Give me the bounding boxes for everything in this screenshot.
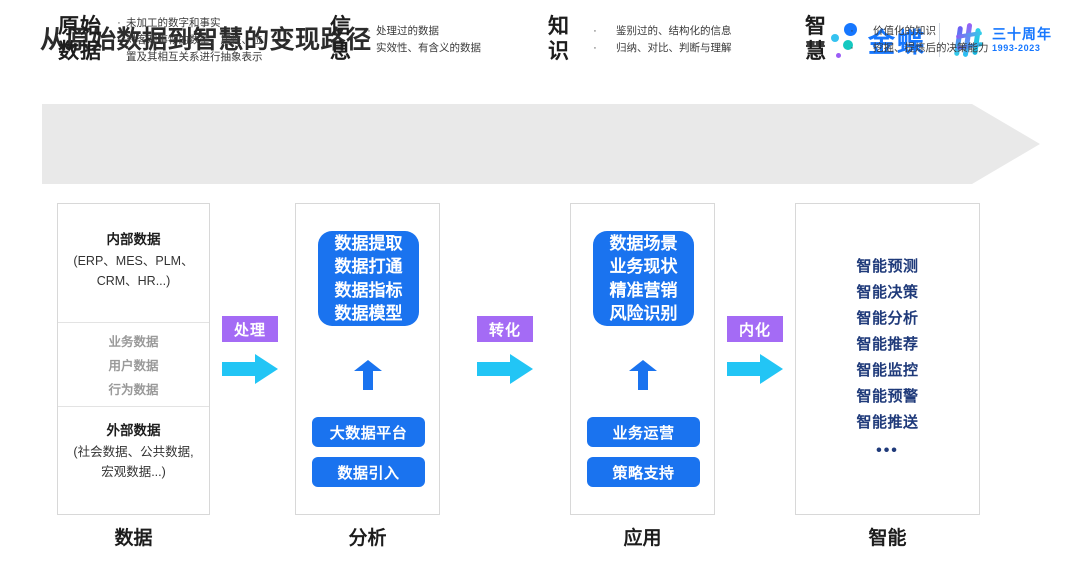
bullet-dot: · xyxy=(593,24,597,37)
application-scenario-card: 数据场景 业务现状 精准营销 风险识别 xyxy=(593,231,694,326)
stage-bullet: 归纳、对比、判断与理解 xyxy=(616,42,732,54)
external-data-sources: (社会数据、公共数据, 宏观数据...) xyxy=(73,444,194,479)
connector-internalization: 内化 xyxy=(727,316,783,384)
intelligence-item: 智能分析 xyxy=(856,310,919,327)
banner-stage-knowledge: 知 识 · 鉴别过的、结构化的信息 · 归纳、对比、判断与理解 xyxy=(548,0,732,80)
brand-logo: 金蝶 三十周年 1993-2023 xyxy=(828,18,1052,62)
bullet-dot: · xyxy=(117,34,121,47)
internal-data-block: 内部数据 (ERP、MES、PLM、 CRM、HR...) xyxy=(58,230,209,291)
connector-transformation: 转化 xyxy=(477,316,533,384)
connector-label: 转化 xyxy=(477,316,533,342)
column-label-data: 数据 xyxy=(114,528,153,549)
column-label-intelligence: 智能 xyxy=(868,528,907,549)
intelligence-item: 智能预警 xyxy=(856,388,919,405)
stage-bullet: 处理过的数据 xyxy=(376,24,439,37)
anniversary-years: 1993-2023 xyxy=(992,43,1041,53)
up-arrow-icon xyxy=(354,360,382,390)
anniversary-title: 三十周年 xyxy=(992,26,1052,42)
column-data: 内部数据 (ERP、MES、PLM、 CRM、HR...) 业务数据 用户数据 … xyxy=(57,203,210,515)
bullet-dot: · xyxy=(117,17,121,30)
maturity-arrow-banner xyxy=(42,104,1040,184)
brand-divider xyxy=(939,23,940,57)
application-pill-operations[interactable]: 业务运营 xyxy=(587,417,700,447)
stage-bullet: 挖掘、提炼后的决策能力 xyxy=(873,42,989,54)
banner-stage-information: 信 息 · 处理过的数据 · 实效性、有含义的数据 xyxy=(330,0,481,80)
column-label-application: 应用 xyxy=(623,528,662,549)
stage-title: 信 息 xyxy=(330,15,352,63)
right-arrow-icon xyxy=(477,354,533,384)
intelligence-item: 智能决策 xyxy=(856,284,919,301)
anniversary-badge: 三十周年 1993-2023 xyxy=(953,22,1052,58)
application-pill-strategy[interactable]: 策略支持 xyxy=(587,457,700,487)
kingdee-dots-icon xyxy=(828,20,866,60)
bullet-dot: · xyxy=(593,42,597,54)
stage-bullet: 对客观事物的数量、属性、位 置及其相互关系进行抽象表示 xyxy=(126,34,263,63)
stage-title: 智 慧 xyxy=(805,15,827,63)
column-analysis: 数据提取 数据打通 数据指标 数据模型 大数据平台 数据引入 xyxy=(295,203,440,515)
data-category-list: 业务数据 用户数据 行为数据 xyxy=(58,331,209,402)
analysis-pill-ingest[interactable]: 数据引入 xyxy=(312,457,425,487)
connector-label: 处理 xyxy=(222,316,278,342)
right-arrow-icon xyxy=(727,354,783,384)
connector-label: 内化 xyxy=(727,316,783,342)
intelligence-item: 智能预测 xyxy=(856,258,919,275)
intelligence-ellipsis: ••• xyxy=(876,442,899,459)
internal-data-title: 内部数据 xyxy=(106,232,161,247)
external-data-block: 外部数据 (社会数据、公共数据, 宏观数据...) xyxy=(58,421,209,482)
column-intelligence: 智能预测 智能决策 智能分析 智能推荐 智能监控 智能预警 智能推送 ••• xyxy=(795,203,980,515)
stage-bullet: 实效性、有含义的数据 xyxy=(376,42,481,54)
analysis-pill-platform[interactable]: 大数据平台 xyxy=(312,417,425,447)
internal-data-sources: (ERP、MES、PLM、 CRM、HR...) xyxy=(73,253,194,288)
banner-stage-wisdom: 智 慧 · 价值化的知识 · 挖掘、提炼后的决策能力 xyxy=(805,0,989,80)
bullet-dot: · xyxy=(850,42,854,54)
data-category-item: 业务数据 xyxy=(108,335,159,349)
stage-bullet: 鉴别过的、结构化的信息 xyxy=(616,24,732,37)
intelligence-item: 智能监控 xyxy=(856,362,919,379)
up-arrow-icon xyxy=(629,360,657,390)
stage-title: 原始 数据 xyxy=(58,15,102,63)
intelligence-item: 智能推送 xyxy=(856,414,919,431)
analysis-capability-card: 数据提取 数据打通 数据指标 数据模型 xyxy=(318,231,419,326)
stage-bullet: 价值化的知识 xyxy=(873,24,936,37)
external-data-title: 外部数据 xyxy=(106,423,161,438)
bullet-dot: · xyxy=(367,42,371,54)
bullet-dot: · xyxy=(367,24,371,37)
intelligence-capability-list: 智能预测 智能决策 智能分析 智能推荐 智能监控 智能预警 智能推送 ••• xyxy=(796,254,979,466)
column-label-analysis: 分析 xyxy=(348,528,387,549)
column-application: 数据场景 业务现状 精准营销 风险识别 业务运营 策略支持 xyxy=(570,203,715,515)
right-arrow-icon xyxy=(222,354,278,384)
stage-bullet: 未加工的数字和事实 xyxy=(126,17,221,30)
stage-title: 知 识 xyxy=(548,15,570,63)
data-category-item: 用户数据 xyxy=(108,358,159,373)
banner-stage-raw-data: 原始 数据 · 未加工的数字和事实 · 对客观事物的数量、属性、位 置及其相互关系进… xyxy=(58,0,263,80)
bullet-dot: · xyxy=(850,24,854,37)
intelligence-item: 智能推荐 xyxy=(856,336,919,353)
brand-name: 金蝶 xyxy=(868,27,926,58)
data-category-item: 行为数据 xyxy=(108,382,159,397)
column-divider xyxy=(58,406,209,407)
column-divider xyxy=(58,322,209,323)
connector-processing: 处理 xyxy=(222,316,278,384)
page-title: 从原始数据到智慧的变现路径 xyxy=(40,26,372,54)
